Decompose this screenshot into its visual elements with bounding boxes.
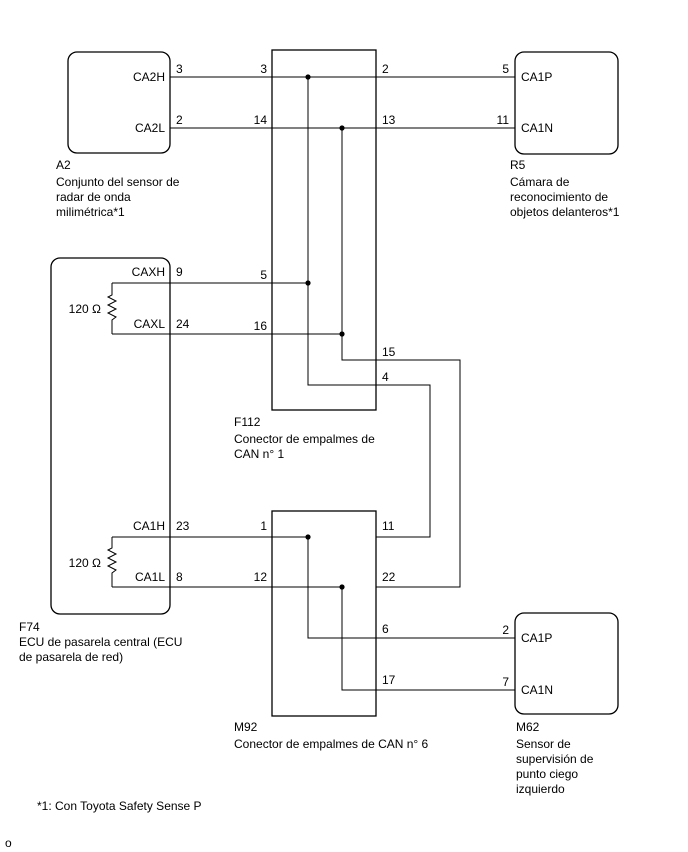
r5-desc: Cámara de bbox=[510, 175, 570, 189]
f74-pin-name: CA1L bbox=[135, 570, 165, 584]
wire-f112-4-m92-11 bbox=[376, 384, 431, 538]
m62-desc: punto ciego bbox=[516, 767, 578, 781]
termination-resistor-lower bbox=[106, 537, 118, 587]
resistor-value-label: 120 Ω bbox=[69, 302, 101, 316]
f112-pin-number: 16 bbox=[254, 319, 268, 333]
f112-pin-number: 5 bbox=[260, 268, 267, 282]
m92-bus-high bbox=[307, 537, 515, 639]
m92-pin-number: 22 bbox=[382, 570, 396, 584]
f74-pin-number: 23 bbox=[176, 519, 190, 533]
m62-desc: izquierdo bbox=[516, 782, 565, 796]
f74-pin-name: CA1H bbox=[133, 519, 165, 533]
a2-pin-number: 3 bbox=[176, 62, 183, 76]
m62-id: M62 bbox=[516, 720, 540, 734]
f74-pin-number: 9 bbox=[176, 265, 183, 279]
resistor-value-label: 120 Ω bbox=[69, 556, 101, 570]
corner-mark: o bbox=[5, 836, 12, 850]
f74-id: F74 bbox=[19, 620, 40, 634]
r5-pin-number: 5 bbox=[502, 62, 509, 76]
r5-camera-box bbox=[514, 51, 619, 155]
r5-pin-name: CA1P bbox=[521, 70, 552, 84]
f74-pin-number: 24 bbox=[176, 317, 190, 331]
splice-dot bbox=[339, 331, 345, 337]
m62-pin-number: 2 bbox=[502, 623, 509, 637]
m92-desc: Conector de empalmes de CAN n° 6 bbox=[234, 737, 429, 751]
splice-dot bbox=[339, 125, 345, 131]
f74-desc: ECU de pasarela central (ECU bbox=[19, 635, 182, 649]
r5-desc: reconocimiento de bbox=[510, 190, 608, 204]
r5-desc: objetos delanteros*1 bbox=[510, 205, 620, 219]
f112-pin-number: 2 bbox=[382, 62, 389, 76]
footnote: *1: Con Toyota Safety Sense P bbox=[37, 799, 202, 813]
f112-desc: CAN n° 1 bbox=[234, 447, 284, 461]
f112-pin-number: 15 bbox=[382, 345, 396, 359]
f112-pin-number: 4 bbox=[382, 370, 389, 384]
termination-resistor-upper bbox=[106, 283, 118, 334]
m62-desc: supervisión de bbox=[516, 752, 594, 766]
m62-pin-name: CA1N bbox=[521, 683, 553, 697]
m92-pin-number: 6 bbox=[382, 622, 389, 636]
splice-dot bbox=[305, 74, 311, 80]
f112-pin-number: 13 bbox=[382, 113, 396, 127]
f74-ecu-box bbox=[50, 257, 171, 615]
m92-junction-connector bbox=[271, 510, 377, 717]
splice-dot bbox=[339, 584, 345, 590]
f74-pin-number: 8 bbox=[176, 570, 183, 584]
f112-id: F112 bbox=[234, 415, 261, 429]
a2-desc: radar de onda bbox=[56, 190, 131, 204]
m62-pin-name: CA1P bbox=[521, 631, 552, 645]
f112-bus-low bbox=[341, 128, 376, 361]
f74-desc: de pasarela de red) bbox=[19, 650, 123, 664]
r5-pin-name: CA1N bbox=[521, 121, 553, 135]
a2-desc: Conjunto del sensor de bbox=[56, 175, 180, 189]
a2-id: A2 bbox=[56, 158, 71, 172]
r5-id: R5 bbox=[510, 158, 526, 172]
m92-bus-low bbox=[341, 587, 515, 691]
f112-junction-connector bbox=[271, 49, 377, 411]
f112-bus-high bbox=[307, 77, 376, 386]
a2-pin-name: CA2H bbox=[133, 70, 165, 84]
splice-dot bbox=[305, 280, 311, 286]
f112-desc: Conector de empalmes de bbox=[234, 432, 375, 446]
f74-pin-name: CAXL bbox=[134, 317, 166, 331]
a2-pin-number: 2 bbox=[176, 113, 183, 127]
m92-id: M92 bbox=[234, 720, 258, 734]
f112-pin-number: 3 bbox=[260, 62, 267, 76]
a2-sensor-box bbox=[67, 51, 171, 154]
wire-f112-15-m92-22 bbox=[376, 359, 461, 588]
f74-pin-name: CAXH bbox=[132, 265, 165, 279]
m92-pin-number: 1 bbox=[260, 519, 267, 533]
r5-pin-number: 11 bbox=[497, 113, 510, 127]
m92-pin-number: 11 bbox=[382, 519, 395, 533]
m92-pin-number: 12 bbox=[254, 570, 268, 584]
a2-desc: milimétrica*1 bbox=[56, 205, 125, 219]
f112-pin-number: 14 bbox=[254, 113, 268, 127]
a2-pin-name: CA2L bbox=[135, 121, 165, 135]
m62-desc: Sensor de bbox=[516, 737, 571, 751]
splice-dot bbox=[305, 534, 311, 540]
m92-pin-number: 17 bbox=[382, 673, 396, 687]
m62-pin-number: 7 bbox=[502, 675, 509, 689]
m62-sensor-box bbox=[514, 612, 619, 715]
